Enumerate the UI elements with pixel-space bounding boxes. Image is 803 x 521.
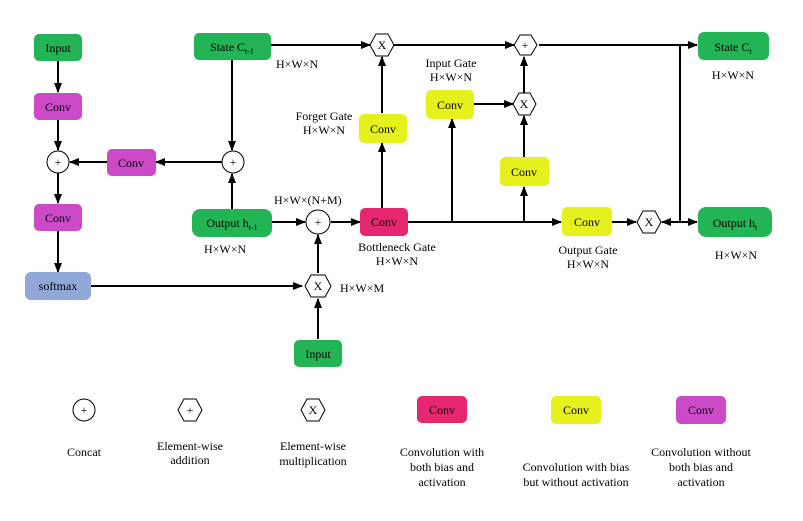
label-output-dims: H×W×N [567, 257, 610, 271]
node-conv-left-1: Conv [34, 93, 82, 120]
op-symbol: + [55, 155, 62, 169]
node-softmax: softmax [25, 272, 91, 300]
node-label: Input [45, 41, 71, 55]
node-conv-mid-left: Conv [107, 149, 156, 176]
legend-text-magenta-2: both bias and [669, 460, 733, 474]
legend-text-add-1: Element-wise [157, 439, 223, 453]
legend-text-add-2: addition [170, 453, 209, 467]
op-mult-attention: X [304, 274, 332, 298]
legend-conv-magenta: Conv [676, 396, 726, 424]
label-state-next-dims: H×W×N [712, 68, 755, 82]
legend-text-crimson-2: both bias and [410, 460, 474, 474]
node-conv-input: Conv [426, 90, 474, 119]
label-concat-dims: H×W×(N+M) [274, 193, 342, 207]
legend-text-magenta-3: activation [677, 475, 724, 489]
node-label: Conv [511, 165, 537, 179]
op-symbol: + [522, 38, 529, 52]
op-symbol: X [378, 38, 387, 52]
op-concat-left: + [46, 150, 70, 174]
op-mult-input: X [512, 92, 537, 116]
legend-text-concat: Concat [67, 445, 102, 459]
legend-conv-label: Conv [429, 403, 455, 417]
node-conv-output: Conv [562, 207, 612, 236]
op-symbol: X [520, 97, 529, 111]
node-conv-bottleneck: Conv [360, 208, 408, 236]
node-state-next: State Ct [698, 32, 769, 60]
op-add-state: + [513, 34, 538, 56]
label-input-dims: H×W×N [430, 70, 473, 84]
label-bottleneck-gate: Bottleneck Gate [358, 240, 436, 254]
legend-conv-label: Conv [688, 403, 714, 417]
legend-text-magenta-1: Convolution without [651, 445, 751, 459]
legend-text-mult-1: Element-wise [280, 439, 346, 453]
node-output-prev: Output ht-1 [192, 209, 272, 237]
legend-text-crimson-3: activation [418, 475, 465, 489]
node-label: Conv [371, 215, 397, 229]
node-output-next: Output ht [698, 207, 772, 237]
legend-text-yellow-1: Convolution with bias [523, 460, 630, 474]
op-symbol: + [230, 155, 237, 169]
legend-concat-icon: + [72, 398, 96, 422]
legend-text-yellow-2: but without activation [523, 475, 628, 489]
op-symbol: + [81, 403, 88, 417]
edge-state-down-to-output-mult [661, 45, 681, 226]
node-state-prev: State Ct-1 [194, 33, 271, 60]
legend-text-crimson-1: Convolution with [400, 445, 484, 459]
legend-conv-crimson: Conv [417, 396, 467, 423]
node-label: State Ct-1 [210, 40, 254, 56]
connectors [54, 41, 698, 339]
legend-mult-icon: X [300, 398, 326, 422]
node-label: State Ct [714, 40, 752, 56]
node-input-bottom: Input [294, 340, 342, 367]
legend-add-icon: + [177, 398, 203, 422]
op-symbol: + [187, 403, 194, 417]
node-label: Input [305, 347, 331, 361]
label-output-gate: Output Gate [559, 243, 618, 257]
node-conv-forget: Conv [359, 114, 407, 143]
label-attention-dims: H×W×M [340, 281, 385, 295]
node-conv-mid: Conv [500, 157, 549, 186]
label-state-prev-dims: H×W×N [276, 57, 319, 71]
op-mult-forget: X [369, 33, 395, 57]
node-label: Output ht [713, 216, 758, 232]
node-label: Output ht-1 [206, 216, 257, 232]
node-label: Conv [370, 122, 396, 136]
legend-conv-yellow: Conv [551, 396, 601, 424]
label-bottleneck-dims: H×W×N [376, 254, 419, 268]
op-concat-hidden: + [305, 209, 331, 235]
label-input-gate: Input Gate [426, 56, 477, 70]
node-input-top: Input [34, 34, 82, 61]
op-symbol: + [315, 215, 322, 229]
legend-conv-label: Conv [563, 403, 589, 417]
node-conv-left-2: Conv [34, 204, 82, 231]
label-forget-dims: H×W×N [303, 123, 346, 137]
op-mult-output: X [636, 210, 662, 234]
node-label: Conv [437, 98, 463, 112]
node-label: softmax [39, 279, 78, 293]
op-symbol: X [314, 279, 323, 293]
op-concat-state: + [221, 150, 245, 174]
node-label: Conv [118, 156, 144, 170]
node-label: Conv [45, 211, 71, 225]
op-symbol: X [309, 403, 318, 417]
op-symbol: X [645, 215, 654, 229]
label-output-prev-dims: H×W×N [204, 242, 247, 256]
label-forget-gate: Forget Gate [296, 109, 353, 123]
node-label: Conv [574, 215, 600, 229]
label-output-next-dims: H×W×N [715, 248, 758, 262]
legend-text-mult-2: multiplication [279, 454, 346, 468]
node-label: Conv [45, 100, 71, 114]
legend: + + X Conv Conv Conv Concat Element-w [67, 396, 751, 489]
